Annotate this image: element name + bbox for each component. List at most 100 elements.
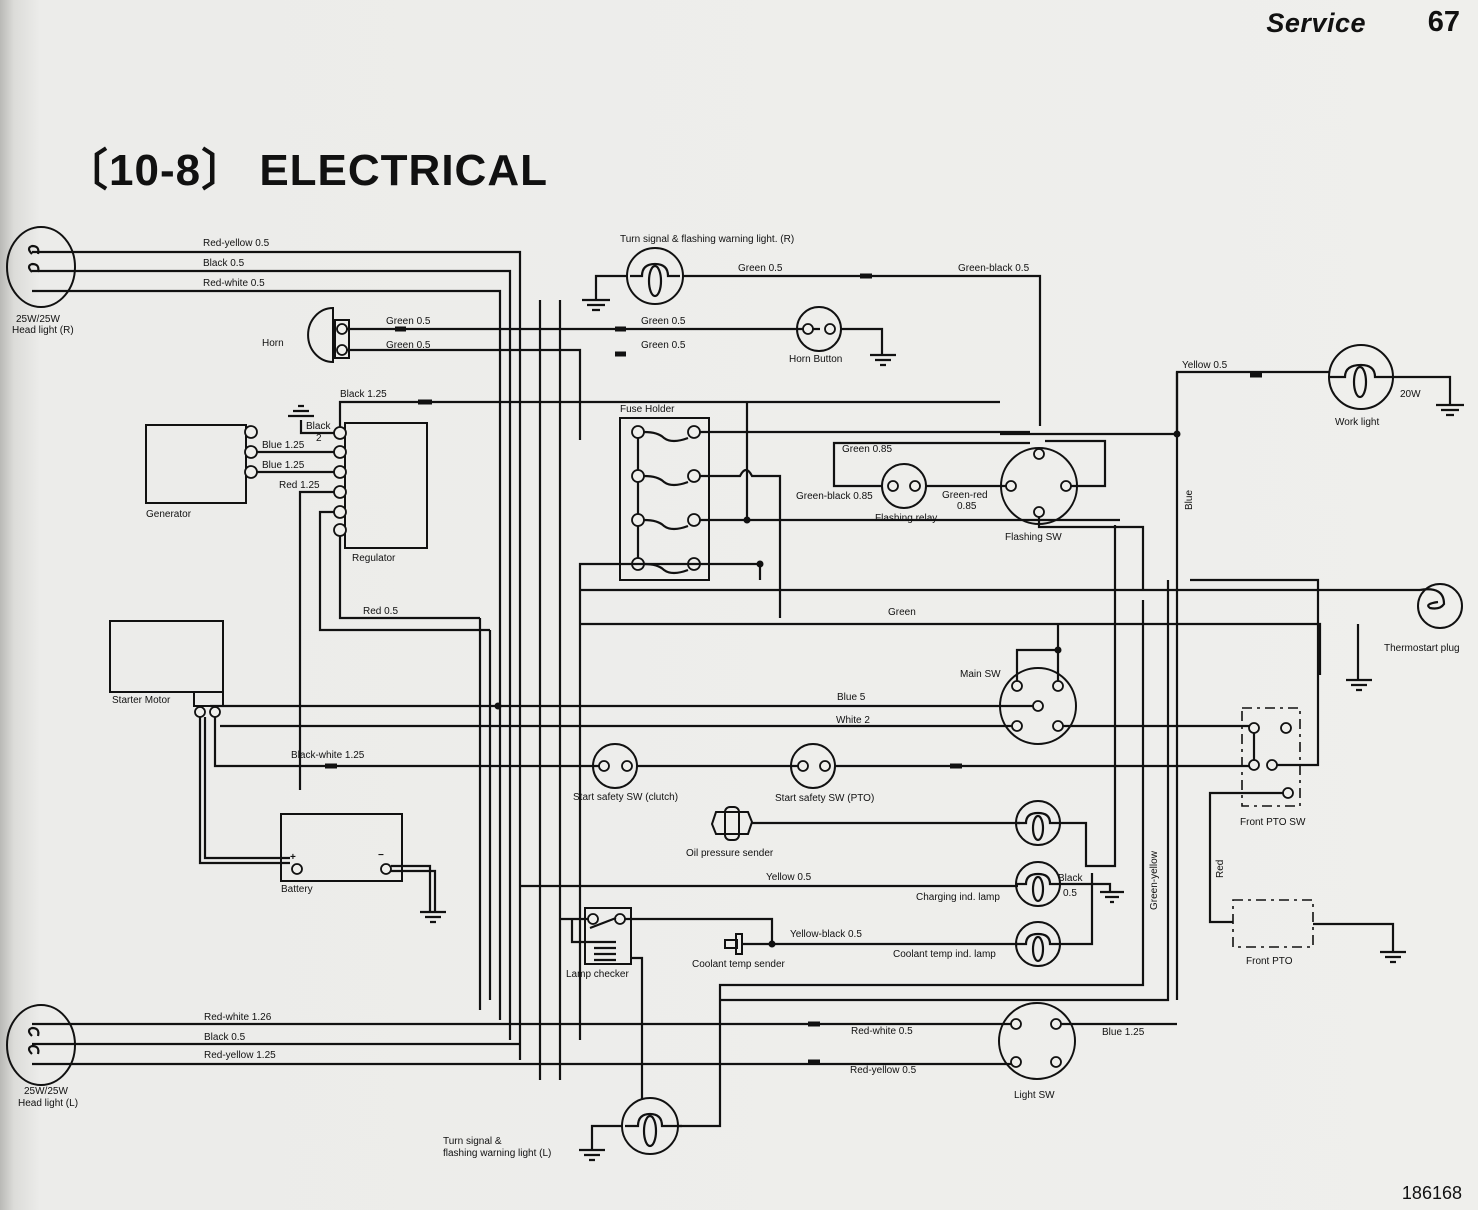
oil-pressure-sender: Oil pressure sender: [686, 806, 774, 859]
turn-signal-l: Turn signal & flashing warning light (L): [443, 1097, 682, 1159]
ground-icon: [288, 404, 314, 418]
section-header: Service: [1266, 8, 1366, 38]
horn-button-label: Horn Button: [789, 354, 842, 365]
charging-lamp-label: Charging ind. lamp: [916, 892, 1000, 903]
headlight-l-rating: 25W/25W: [24, 1086, 68, 1097]
wire-label: White 2: [836, 715, 870, 726]
wire-label: Red-white 0.5: [851, 1026, 913, 1037]
light-switch: Light SW: [998, 1002, 1076, 1101]
start-safety-switch-pto: Start safety SW (PTO): [775, 743, 874, 804]
battery-label: Battery: [281, 884, 313, 895]
generator: Generator: [145, 424, 258, 520]
regulator-label: Regulator: [352, 553, 396, 564]
ground-icon: [579, 1148, 605, 1162]
light-switch-label: Light SW: [1014, 1090, 1055, 1101]
wire-label: Green-black 0.85: [796, 491, 873, 502]
ground-icon: [582, 298, 610, 312]
ground-icon: [420, 910, 446, 924]
horn-button: Horn Button: [789, 306, 842, 365]
wire-label: Red-yellow 1.25: [204, 1050, 276, 1061]
start-safety-pto-label: Start safety SW (PTO): [775, 793, 874, 804]
front-pto-sw-label: Front PTO SW: [1240, 817, 1306, 828]
wire-label: Red 1.25: [279, 480, 320, 491]
oil-pressure-sender-label: Oil pressure sender: [686, 848, 774, 859]
headlight-r: 25W/25W Head light (R): [6, 226, 76, 336]
wire-label: Green 0.5: [641, 340, 686, 351]
headlight-l-label: Head light (L): [18, 1098, 78, 1109]
front-pto-switch: Front PTO SW: [1240, 707, 1306, 828]
wire-label: Green 0.5: [386, 316, 431, 327]
fuse-icon: [643, 430, 689, 575]
work-light-label: Work light: [1335, 417, 1379, 428]
headlight-r-label: Head light (R): [12, 325, 74, 336]
wire-label: Green 0.85: [842, 444, 892, 455]
wire-label: Blue 1.25: [262, 460, 305, 471]
start-safety-clutch-label: Start safety SW (clutch): [573, 792, 678, 803]
headlight-r-rating: 25W/25W: [16, 314, 60, 325]
wire-label: Black-white 1.25: [291, 750, 365, 761]
coil-icon: [594, 940, 616, 962]
wire-label: Black 0.5: [203, 258, 245, 269]
ground-icon: [1346, 678, 1372, 692]
wire-label: Green: [888, 607, 916, 618]
turn-signal-l-line2: flashing warning light (L): [443, 1148, 551, 1159]
filament-icon: [27, 244, 40, 273]
ground-icon: [1380, 950, 1406, 964]
wire-label: Black: [306, 421, 331, 432]
work-light-rating: 20W: [1400, 389, 1421, 400]
wire-label: 2: [316, 433, 322, 444]
thermostart-plug-label: Thermostart plug: [1384, 643, 1460, 654]
section-title: ELECTRICAL: [259, 146, 548, 195]
coolant-lamp-label: Coolant temp ind. lamp: [893, 949, 996, 960]
wire-label: Green 0.5: [386, 340, 431, 351]
page-title: 〔10-8〕 ELECTRICAL: [64, 134, 548, 198]
headlight-l: 25W/25W Head light (L): [6, 1004, 78, 1109]
wire-label: Black 1.25: [340, 389, 387, 400]
ground-icon: [1100, 890, 1124, 904]
charging-indicator-lamp: Charging ind. lamp: [916, 861, 1061, 907]
wire-label: Red 0.5: [363, 606, 398, 617]
battery: + − Battery: [280, 813, 403, 895]
flashing-switch: Flashing SW: [1000, 447, 1078, 543]
main-switch-label: Main SW: [960, 669, 1001, 680]
wire-label: 0.5: [1063, 888, 1077, 899]
front-pto: Front PTO: [1232, 899, 1314, 967]
lamp-checker-label: Lamp checker: [566, 969, 629, 980]
wire-label: Blue: [1184, 490, 1195, 510]
wire-label: Black 0.5: [204, 1032, 246, 1043]
turn-signal-r-label: Turn signal & flashing warning light. (R…: [620, 234, 794, 245]
horn: Horn: [262, 306, 350, 364]
wire-label: Green 0.5: [738, 263, 783, 274]
starter-motor: Starter Motor: [109, 620, 224, 718]
wire-label: Yellow-black 0.5: [790, 929, 862, 940]
horn-label: Horn: [262, 338, 284, 349]
generator-label: Generator: [146, 509, 192, 520]
wire-label: Red-white 0.5: [203, 278, 265, 289]
fuse-holder-label: Fuse Holder: [620, 404, 675, 415]
wire-label: Green-red: [942, 490, 988, 501]
wire-label: Yellow 0.5: [1182, 360, 1228, 371]
wire-label: Red: [1215, 860, 1226, 878]
battery-plus: +: [290, 852, 296, 863]
wire-label: Green-yellow: [1149, 850, 1160, 910]
wire-label: Blue 1.25: [262, 440, 305, 451]
wire-label: Green 0.5: [641, 316, 686, 327]
ground-icon: [870, 353, 896, 367]
start-safety-switch-clutch: Start safety SW (clutch): [573, 743, 678, 803]
section-number: 〔10-8〕: [64, 146, 247, 195]
page-number: 67: [1427, 6, 1460, 38]
flashing-relay: Flashing relay: [875, 463, 937, 524]
filament-icon: [27, 1026, 40, 1055]
coolant-sender-label: Coolant temp sender: [692, 959, 786, 970]
starter-motor-label: Starter Motor: [112, 695, 171, 706]
turn-signal-l-line1: Turn signal &: [443, 1136, 502, 1147]
front-pto-label: Front PTO: [1246, 956, 1293, 967]
figure-number: 186168: [1401, 1183, 1462, 1203]
battery-minus: −: [378, 850, 384, 861]
wire-label: Red-white 1.26: [204, 1012, 272, 1023]
fuse-holder: Fuse Holder: [619, 404, 710, 581]
wire-label: Green-black 0.5: [958, 263, 1030, 274]
oil-pressure-lamp: [1015, 800, 1061, 846]
